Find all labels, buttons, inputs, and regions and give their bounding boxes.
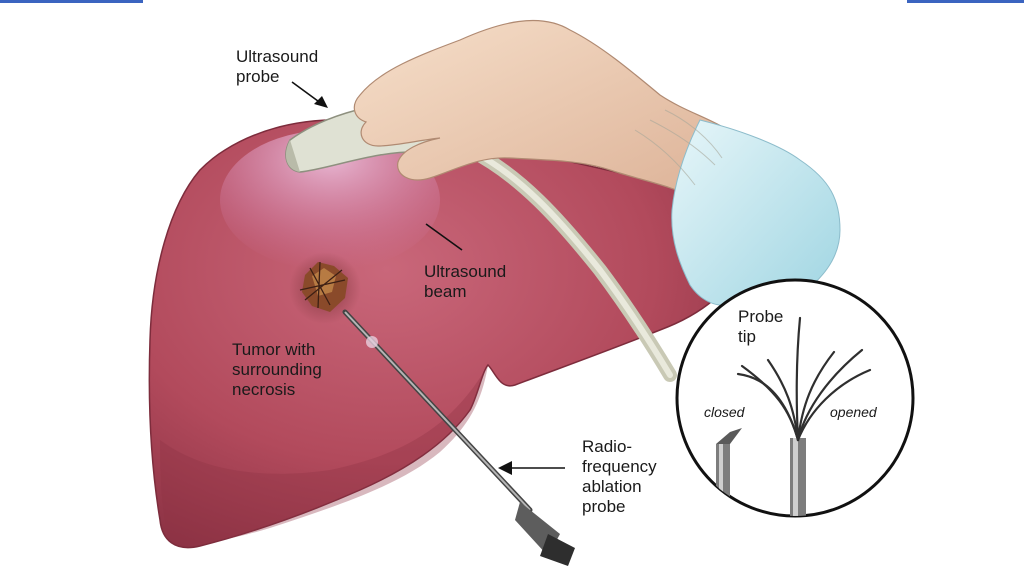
gown-sleeve — [671, 119, 841, 307]
ultrasound-beam — [220, 130, 440, 270]
leader-ultrasound-probe — [291, 81, 323, 105]
leader-rfa-probe-arrow — [498, 461, 512, 475]
tumor — [299, 261, 348, 312]
label-rfa-probe: Radio- frequency ablation probe — [582, 437, 657, 516]
leader-ultrasound-beam — [425, 223, 463, 251]
label-probe-tip: Probe tip — [738, 307, 784, 346]
top-left-accent-bar — [0, 0, 143, 3]
label-ultrasound-probe: Ultrasound probe — [236, 47, 319, 86]
opened-probe-tip — [736, 316, 872, 516]
top-right-accent-bar — [907, 0, 1024, 3]
label-closed: closed — [704, 404, 745, 420]
leader-ultrasound-probe-arrow — [314, 96, 328, 108]
label-ultrasound-beam: Ultrasound beam — [424, 262, 507, 301]
hand — [353, 19, 741, 201]
rfa-needle — [342, 309, 575, 566]
label-opened: opened — [830, 404, 877, 420]
liver-shadow — [160, 365, 488, 544]
label-tumor: Tumor with surrounding necrosis — [232, 340, 322, 399]
